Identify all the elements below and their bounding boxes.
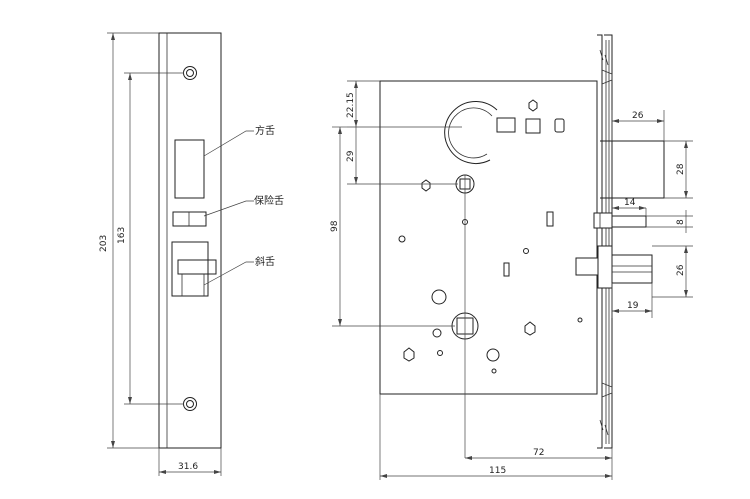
square-hole-1: [525, 118, 541, 134]
dim-26-top: [611, 110, 665, 141]
screw-hole-bottom: [183, 397, 197, 411]
dim-72-label: 72: [533, 448, 544, 458]
hex-stud-1: [528, 99, 538, 112]
front-edge-plates: [597, 34, 613, 449]
hole: [491, 368, 497, 374]
hole: [437, 350, 443, 356]
dim-8: [646, 210, 693, 233]
dim-22-15: [347, 80, 462, 128]
hex-stud-2: [421, 179, 431, 192]
dim-115-label: 115: [489, 466, 506, 476]
hex-stud-4: [403, 347, 415, 362]
guard-bolt-opening: [172, 211, 207, 227]
dim-26-right: [652, 245, 693, 298]
dim-14: [612, 206, 647, 216]
hex-stud-3: [524, 321, 536, 336]
dim-22-15-label: 22.15: [346, 92, 356, 118]
hole: [398, 235, 406, 243]
hole: [577, 317, 583, 323]
hole: [432, 328, 442, 338]
latch-bolt: [575, 245, 653, 289]
dim-19: [611, 283, 653, 318]
dim-28: [664, 140, 693, 199]
dim-163-label: 163: [117, 227, 127, 244]
dim-31-6-label: 31.6: [178, 462, 198, 472]
hole: [523, 248, 529, 254]
latch-bolt-leader: [203, 261, 254, 286]
cylinder-cam: [444, 101, 516, 164]
dim-29: [347, 127, 458, 185]
hole: [486, 348, 500, 362]
square-hole-2: [554, 118, 565, 133]
dim-72: [465, 448, 613, 480]
guard-bolt-leader: [203, 200, 254, 217]
dim-203-label: 203: [99, 235, 109, 252]
slot: [546, 211, 554, 227]
dim-overall-height: [107, 32, 159, 449]
guard-bolt-label: 保险舌: [254, 194, 284, 207]
hole: [431, 289, 447, 305]
front-view: 方舌 保险舌 斜舌 203 163 31.6: [99, 32, 284, 476]
dim-28-label: 28: [676, 163, 686, 175]
deadbolt-opening: [174, 139, 205, 199]
latch-bolt-label: 斜舌: [255, 255, 275, 268]
dim-29-label: 29: [346, 150, 356, 162]
dim-26-top-label: 26: [632, 111, 644, 121]
deadbolt-label: 方舌: [255, 124, 275, 137]
screw-hole-top: [183, 66, 197, 80]
dim-115: [379, 394, 612, 480]
deadbolt-leader: [203, 130, 254, 157]
dim-19-label: 19: [627, 301, 639, 311]
dim-98: [332, 126, 455, 327]
lock-case: [379, 80, 598, 395]
dim-26-right-label: 26: [676, 264, 686, 276]
dim-screw-spacing: [124, 72, 184, 405]
dim-8-label: 8: [676, 219, 686, 225]
latch-bolt-opening: [171, 241, 217, 297]
dim-faceplate-width: [158, 448, 222, 476]
dim-14-label: 14: [624, 198, 636, 208]
guard-bolt: [593, 212, 647, 229]
dim-98-label: 98: [330, 220, 340, 232]
slot: [503, 262, 510, 277]
faceplate: [158, 32, 222, 449]
deadbolt: [600, 140, 665, 199]
side-view: 22.15 29 98 26 28 14 8 26 19 72 115: [330, 34, 693, 480]
